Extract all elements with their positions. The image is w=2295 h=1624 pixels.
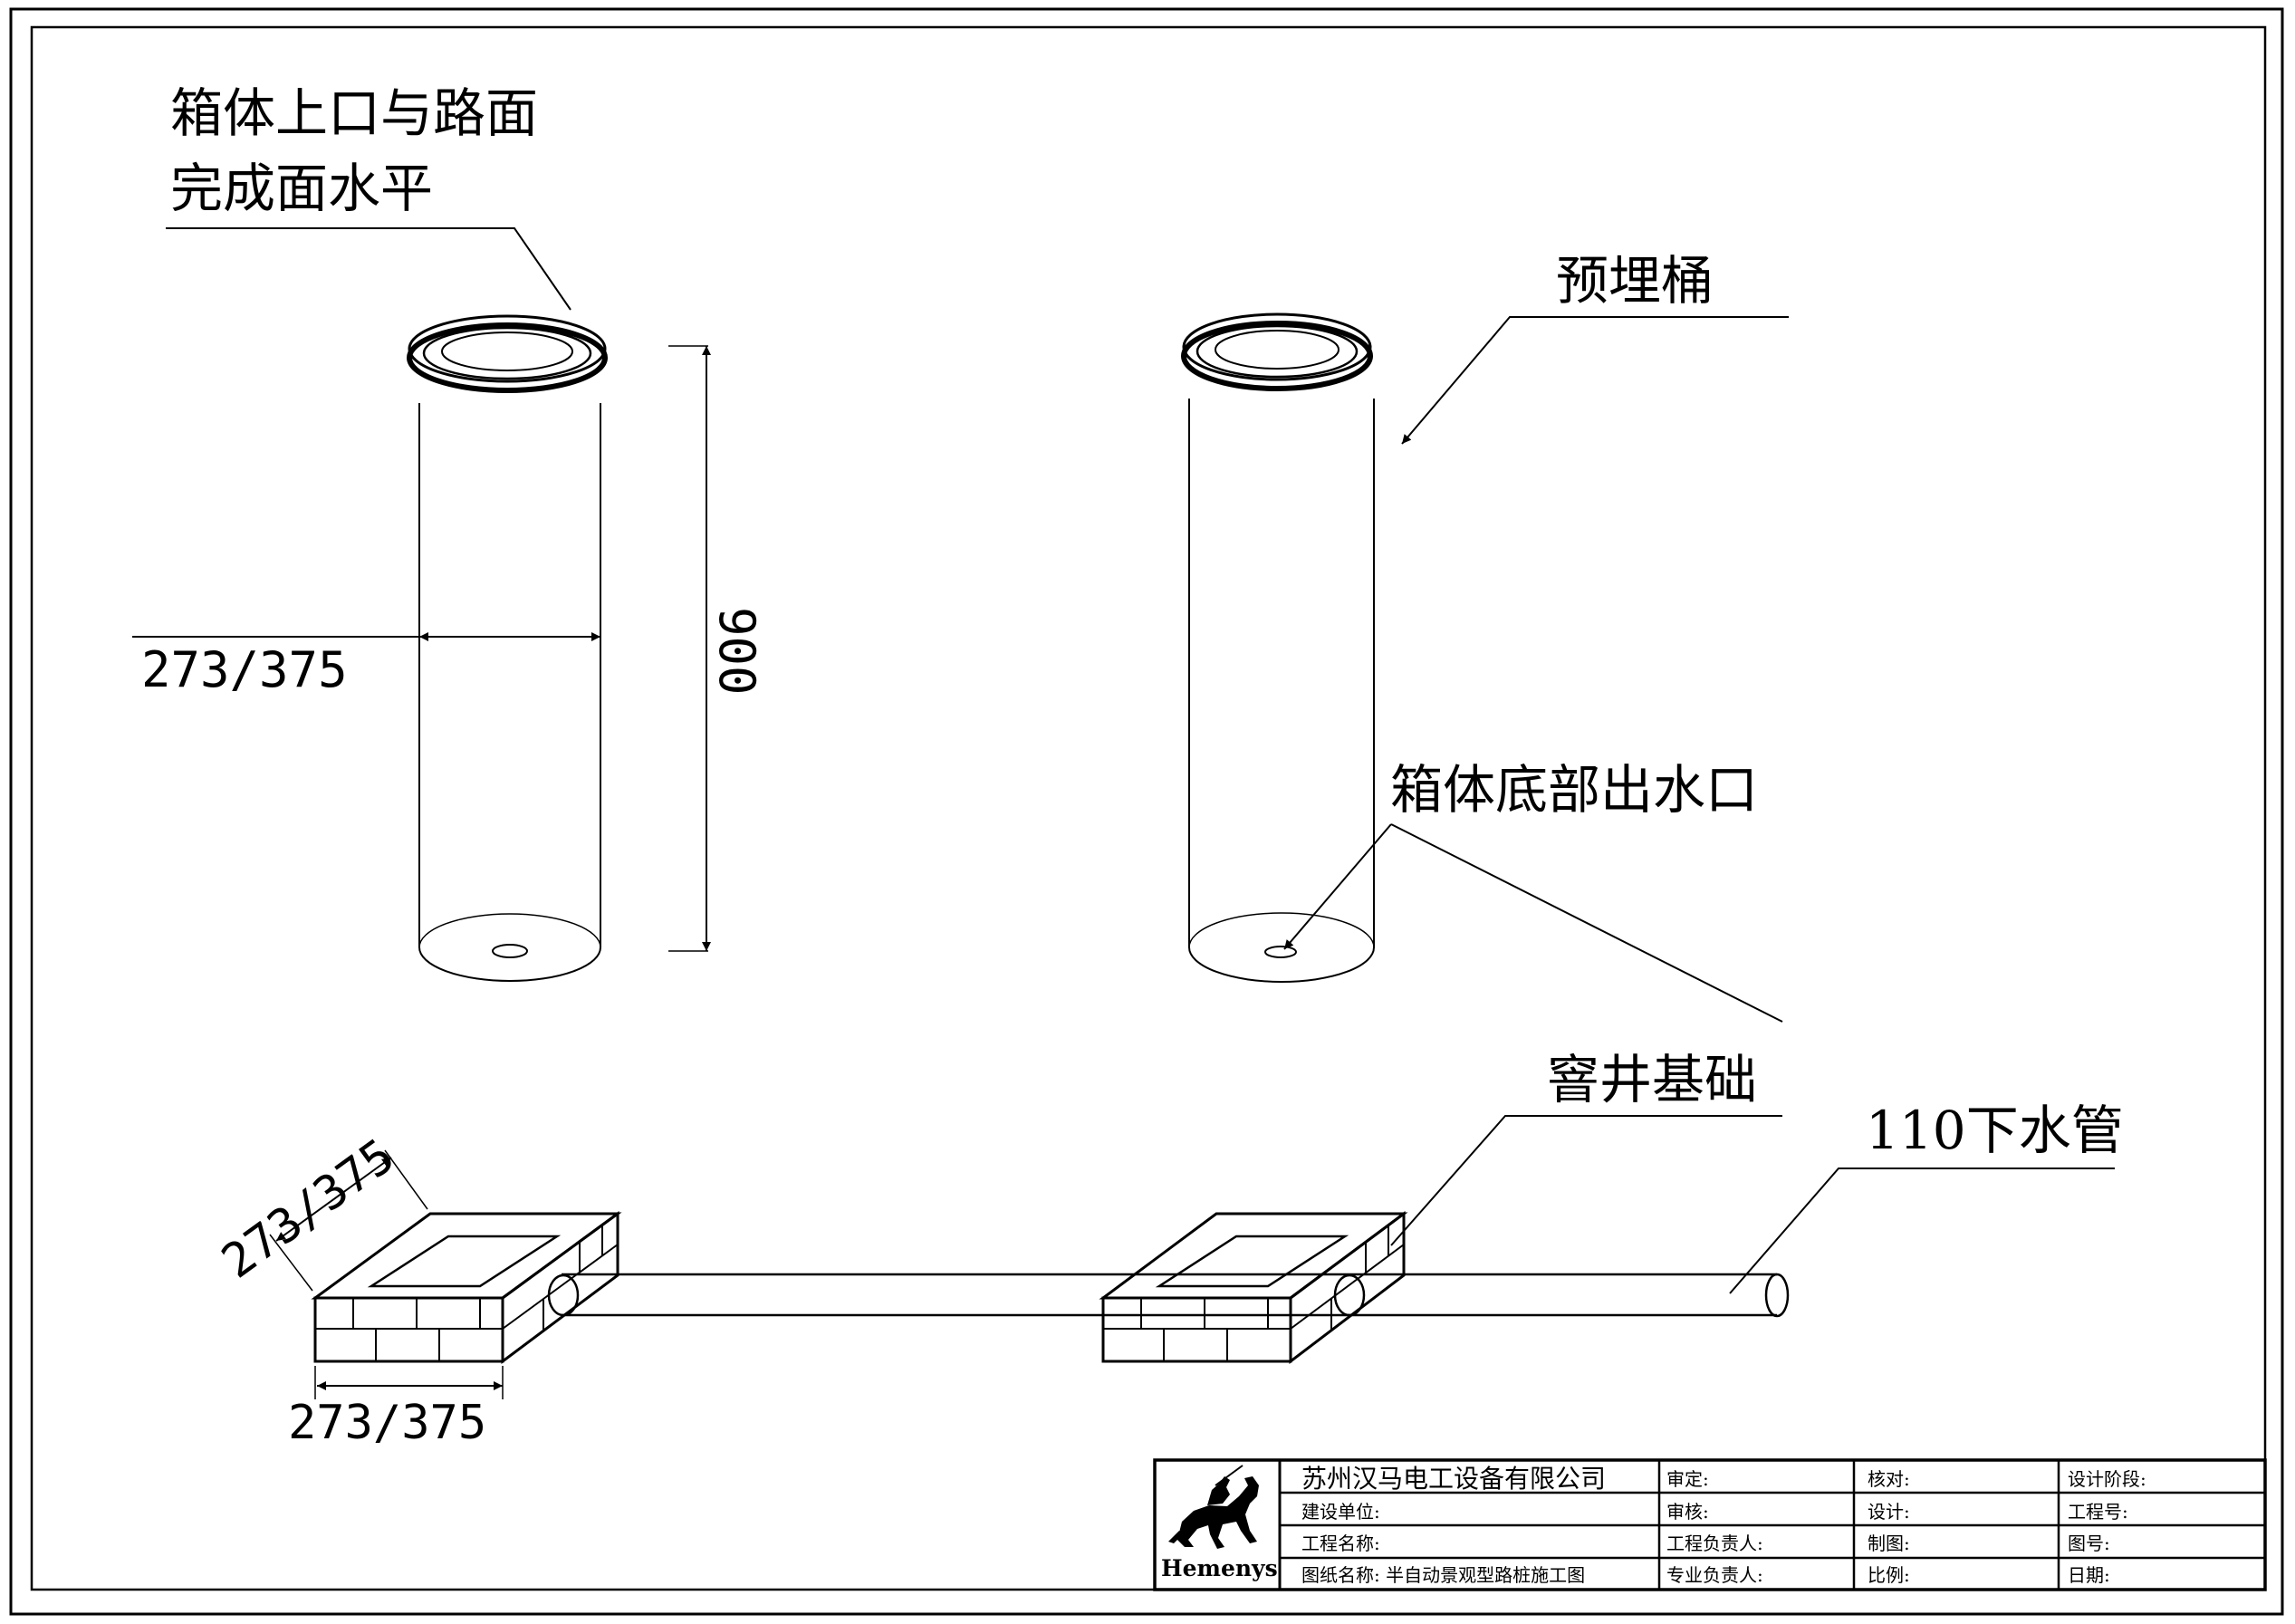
tb-approved: 审定: bbox=[1666, 1468, 1709, 1490]
left-brick-base bbox=[311, 1211, 622, 1364]
label-top-flush-line2: 完成面水平 bbox=[170, 158, 433, 219]
dim-base-depth-text: 273/375 bbox=[212, 1129, 405, 1289]
tb-date: 日期: bbox=[2068, 1564, 2110, 1586]
dimension-base-width bbox=[314, 1366, 504, 1399]
label-well-foundation: 窨井基础 bbox=[1547, 1049, 1757, 1110]
tb-build-unit: 建设单位: bbox=[1301, 1501, 1380, 1523]
leader-drain-pipe bbox=[1729, 1168, 2115, 1294]
logo-text: Hemenys bbox=[1161, 1555, 1278, 1581]
tb-scale: 比例: bbox=[1868, 1564, 1910, 1586]
title-block bbox=[1153, 1458, 2267, 1591]
drain-pipe bbox=[547, 1273, 1790, 1318]
dimension-cylinder-diameter bbox=[132, 589, 601, 648]
tb-checked: 核对: bbox=[1868, 1468, 1910, 1490]
right-brick-base bbox=[1099, 1211, 1408, 1365]
tb-reviewed: 审核: bbox=[1666, 1501, 1709, 1523]
tb-drawn: 制图: bbox=[1868, 1533, 1910, 1554]
right-cylinder bbox=[1181, 312, 1375, 983]
left-cylinder bbox=[407, 314, 608, 982]
leader-top-flush bbox=[166, 227, 571, 311]
tb-drawing-name: 图纸名称: 半自动景观型路桩施工图 bbox=[1301, 1564, 1585, 1586]
tb-project-lead: 工程负责人: bbox=[1666, 1533, 1763, 1554]
tb-project-name: 工程名称: bbox=[1301, 1533, 1380, 1554]
leader-bottom-outlet bbox=[1283, 823, 1783, 1023]
dim-cylinder-height-text: 900 bbox=[708, 607, 765, 696]
tb-company: 苏州汉马电工设备有限公司 bbox=[1301, 1464, 1606, 1494]
dim-base-width-text: 273/375 bbox=[288, 1396, 486, 1450]
leader-embedded-bucket bbox=[1401, 316, 1789, 445]
tb-discipline-lead: 专业负责人: bbox=[1666, 1564, 1763, 1586]
tb-design-stage: 设计阶段: bbox=[2068, 1468, 2146, 1490]
hemenys-logo: Hemenys bbox=[1161, 1465, 1278, 1581]
outer-border bbox=[9, 7, 2284, 1616]
tb-designed: 设计: bbox=[1868, 1501, 1910, 1523]
label-drain-pipe: 110下水管 bbox=[1866, 1100, 2124, 1161]
label-bottom-outlet: 箱体底部出水口 bbox=[1390, 759, 1758, 821]
inner-border bbox=[30, 25, 2267, 1591]
dimension-cylinder-height bbox=[668, 345, 711, 952]
tb-drawing-no: 图号: bbox=[2068, 1533, 2110, 1554]
label-top-flush-line1: 箱体上口与路面 bbox=[170, 82, 538, 144]
horse-rider-icon bbox=[1168, 1465, 1259, 1549]
dim-cylinder-diameter-text: 273/375 bbox=[141, 641, 348, 698]
label-embedded-bucket: 预埋桶 bbox=[1556, 250, 1714, 312]
tb-project-no: 工程号: bbox=[2068, 1501, 2128, 1523]
dimension-base-depth bbox=[269, 1149, 428, 1292]
leader-well-foundation bbox=[1390, 1115, 1782, 1246]
